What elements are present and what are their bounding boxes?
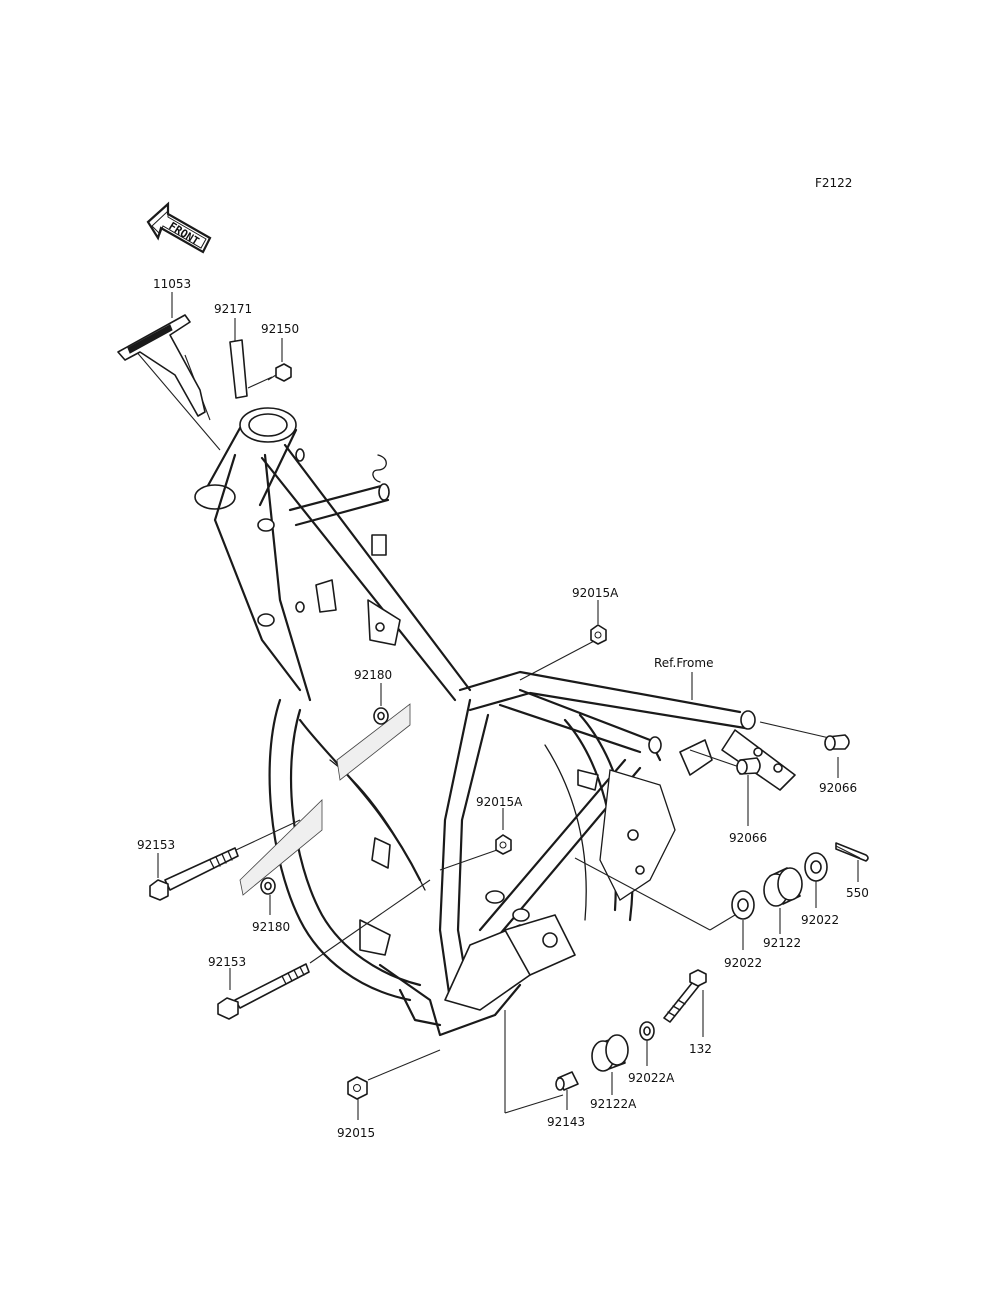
bolt-92150 xyxy=(267,363,292,382)
label-11053: 11053 xyxy=(153,277,191,291)
bracket-11053 xyxy=(117,314,206,417)
label-92143: 92143 xyxy=(547,1115,585,1129)
label-92180-top: 92180 xyxy=(354,668,392,682)
bolt-132 xyxy=(663,969,707,1023)
pin-550 xyxy=(835,842,869,862)
label-92066-right: 92066 xyxy=(819,781,857,795)
leader-lines xyxy=(134,292,859,1120)
label-92015A-top: 92015A xyxy=(572,586,619,600)
cap-92066-right xyxy=(824,734,850,751)
front-arrow-icon: FRONT xyxy=(146,201,212,254)
washer-92022-right xyxy=(804,852,828,882)
label-92153-top: 92153 xyxy=(137,838,175,852)
label-92022A: 92022A xyxy=(628,1071,675,1085)
label-92015A-mid: 92015A xyxy=(476,795,523,809)
label-92022-left: 92022 xyxy=(724,956,762,970)
label-92171: 92171 xyxy=(214,302,252,316)
bolt-92153-bottom xyxy=(217,963,310,1020)
strip-92171 xyxy=(229,339,248,399)
collar-92122 xyxy=(763,867,803,907)
label-92066-mid: 92066 xyxy=(729,831,767,845)
washer-92180-top xyxy=(373,707,389,725)
motorcycle-frame xyxy=(194,407,796,1037)
washer-92180-bottom xyxy=(260,877,276,895)
label-92122: 92122 xyxy=(763,936,801,950)
nut-92015A-top xyxy=(590,624,607,645)
label-ref-frame: Ref.Frome xyxy=(654,656,713,670)
collar-92122A xyxy=(591,1034,629,1072)
label-132: 132 xyxy=(689,1042,712,1056)
part-labels: 11053 92171 92150 92015A Ref.Frome 92180… xyxy=(137,277,869,1140)
label-92015: 92015 xyxy=(337,1126,375,1140)
figure-code: F2122 xyxy=(815,176,852,190)
label-92022-right: 92022 xyxy=(801,913,839,927)
spacer-92143 xyxy=(555,1071,579,1091)
label-92153-bottom: 92153 xyxy=(208,955,246,969)
label-550: 550 xyxy=(846,886,869,900)
bolt-92153-top xyxy=(149,847,239,901)
label-92150: 92150 xyxy=(261,322,299,336)
nut-92015A-mid xyxy=(495,834,512,855)
washer-92022-left xyxy=(731,890,755,920)
label-92180-bottom: 92180 xyxy=(252,920,290,934)
washer-92022A xyxy=(639,1021,655,1041)
label-92122A: 92122A xyxy=(590,1097,637,1111)
nut-92015 xyxy=(347,1076,368,1100)
cap-92066-mid xyxy=(736,757,761,775)
